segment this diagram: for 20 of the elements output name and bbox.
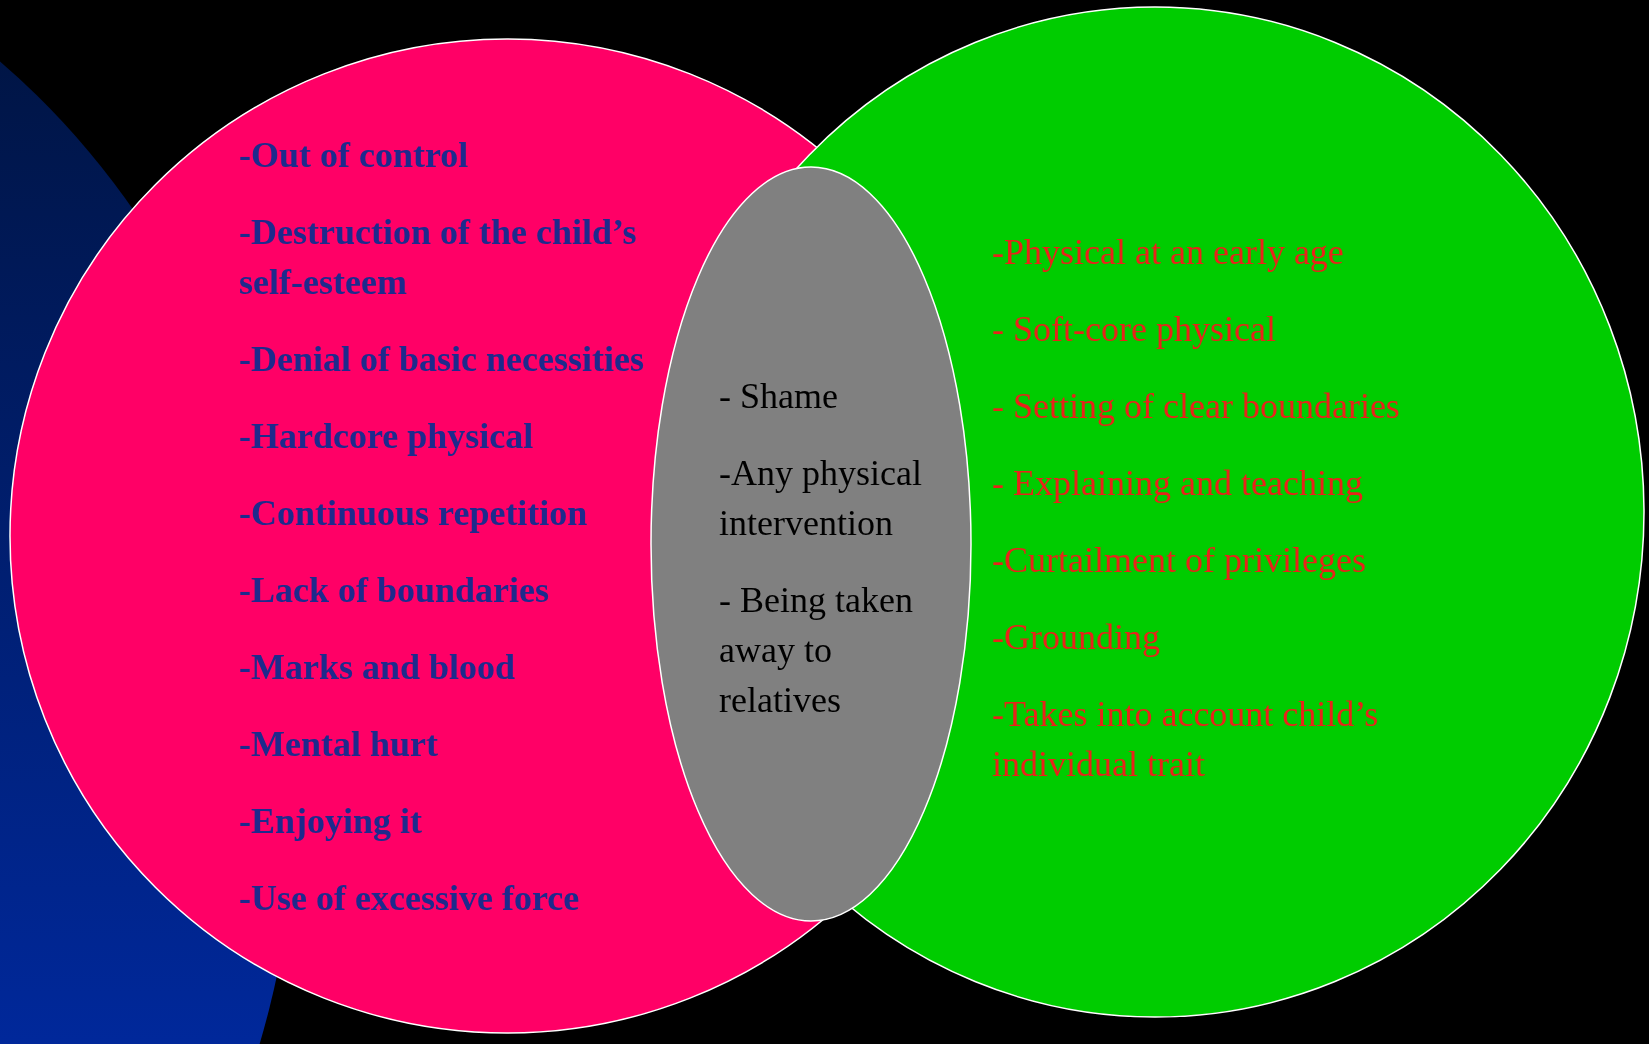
list-item: - Soft-core physical <box>992 308 1277 351</box>
list-item: -Hardcore physical <box>239 415 535 458</box>
list-item: -Physical at an early age <box>992 231 1345 274</box>
list-item: -Lack of boundaries <box>239 569 551 612</box>
list-item: -Use of excessive force <box>239 877 581 920</box>
list-item: -Takes into account child’s individual trait <box>992 693 1380 786</box>
list-item: -Enjoying it <box>239 800 424 843</box>
list-item: -Continuous repetition <box>239 492 589 535</box>
list-item: -Curtailment of privileges <box>992 539 1367 582</box>
list-item: -Grounding <box>992 616 1161 659</box>
list-item: - Setting of clear boundaries <box>992 385 1401 428</box>
list-item: - Explaining and teaching <box>992 462 1364 505</box>
list-item: -Any physical intervention <box>719 452 923 545</box>
list-item: -Destruction of the child’s self-esteem <box>239 211 638 304</box>
list-item: - Shame <box>719 375 839 418</box>
list-item: -Marks and blood <box>239 646 517 689</box>
list-item: -Denial of basic necessities <box>239 338 645 381</box>
list-item: - Being taken away to relatives <box>719 579 914 722</box>
list-item: -Mental hurt <box>239 723 439 766</box>
list-item: -Out of control <box>239 134 470 177</box>
